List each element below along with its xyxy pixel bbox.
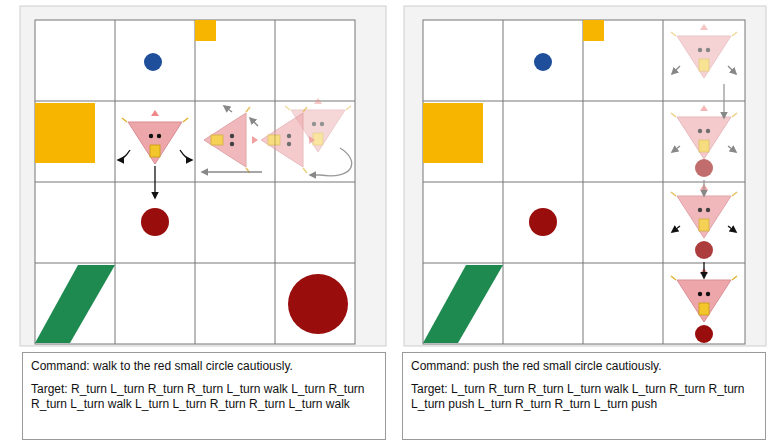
command-text: Command: walk to the red small circle ca… [31, 359, 377, 374]
target-text: Target: L_turn R_turn R_turn L_turn walk… [411, 382, 757, 412]
command-box: Command: walk to the red small circle ca… [22, 352, 386, 440]
command-box: Command: push the red small circle cauti… [402, 352, 766, 440]
target-text: Target: R_turn L_turn R_turn R_turn L_tu… [31, 382, 377, 412]
command-text: Command: push the red small circle cauti… [411, 359, 757, 374]
